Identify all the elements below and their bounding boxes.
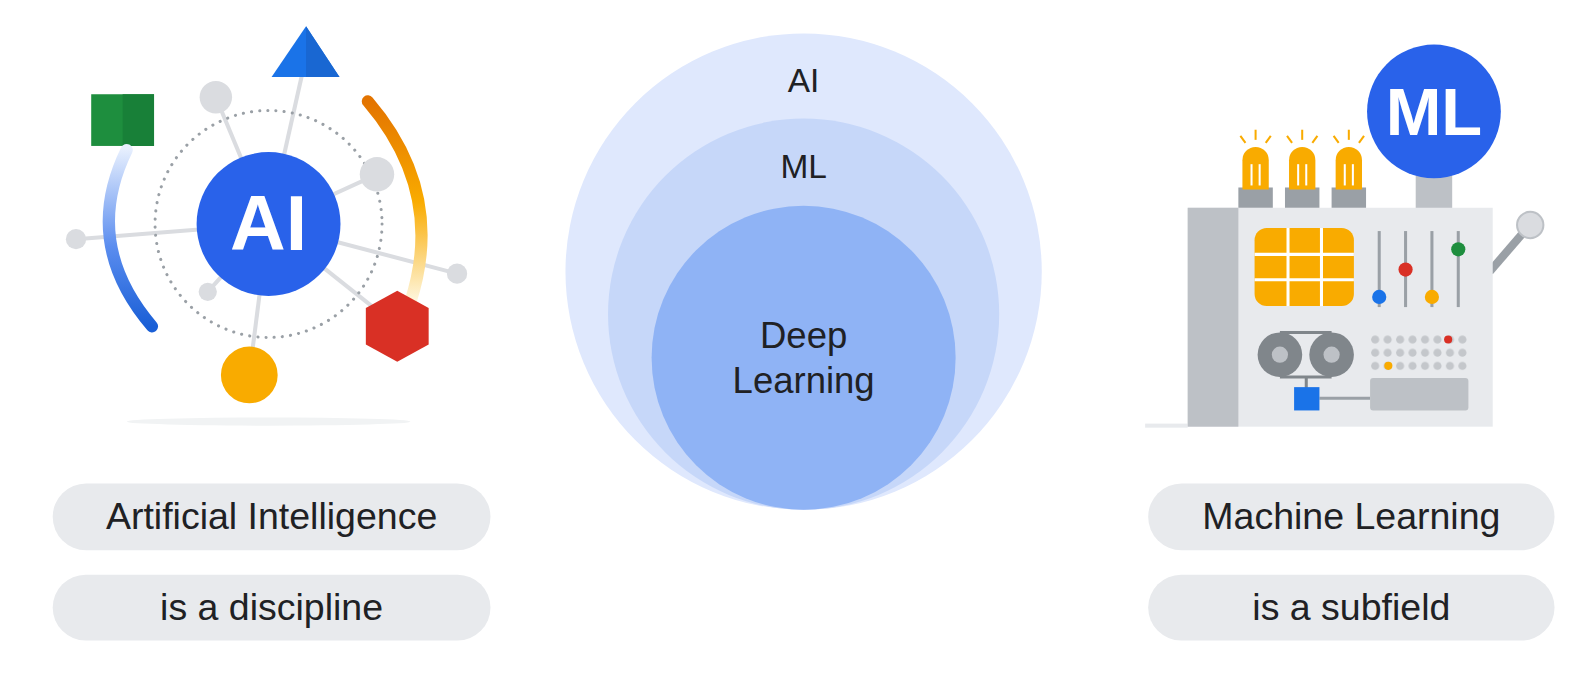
slider-knob xyxy=(1372,290,1386,304)
circle-fill xyxy=(652,206,956,510)
pill-label: Artificial Intelligence xyxy=(106,495,437,540)
gray-node xyxy=(360,157,394,191)
grid-line xyxy=(1286,228,1289,306)
tape-reel xyxy=(1309,332,1354,377)
ray xyxy=(1312,136,1317,143)
circle-fill xyxy=(565,33,1041,509)
gray-node xyxy=(200,81,232,113)
circle-outline xyxy=(652,206,956,510)
node-label: ML xyxy=(780,147,826,188)
ai-icon-circle: AI xyxy=(197,152,341,296)
ray xyxy=(1266,136,1271,143)
bulb-base xyxy=(1238,187,1272,207)
gray-node xyxy=(447,263,467,283)
square-shade xyxy=(123,94,154,146)
ray xyxy=(1348,130,1350,140)
filament xyxy=(1251,164,1253,185)
machine-body xyxy=(1188,208,1493,427)
pill-label: Machine Learning xyxy=(1202,495,1500,540)
yellow-arc xyxy=(368,101,422,302)
ray xyxy=(1334,136,1339,143)
node-label: ML xyxy=(1386,75,1483,148)
gray-node xyxy=(199,283,217,301)
grid-lines xyxy=(1255,228,1354,306)
green-square xyxy=(91,94,154,146)
shadow xyxy=(1145,424,1188,428)
yellow-circle xyxy=(221,347,278,404)
bulb xyxy=(1242,147,1268,190)
ray xyxy=(1287,136,1292,143)
blue-arc xyxy=(109,150,152,326)
tape-reel xyxy=(1258,332,1303,377)
ray xyxy=(1301,130,1303,140)
filament xyxy=(1259,164,1261,185)
dotted-orbit xyxy=(155,110,382,337)
filament xyxy=(1297,164,1299,185)
node-label: AI xyxy=(788,61,820,102)
ray xyxy=(1255,130,1257,140)
ml-machine-icon xyxy=(1145,130,1543,428)
reel-hub xyxy=(1323,347,1339,363)
filaments xyxy=(1252,164,1353,185)
dot-grid xyxy=(1369,333,1468,373)
reel-hub xyxy=(1272,347,1288,363)
bulb-base xyxy=(1332,187,1366,207)
label-pill: is a discipline xyxy=(53,575,491,641)
venn-circle: Deep Learning xyxy=(652,206,956,510)
pill-label: is a discipline xyxy=(160,585,383,630)
blue-triangle xyxy=(272,26,340,77)
light-rays xyxy=(1240,130,1364,143)
indicator-dot xyxy=(1444,335,1452,343)
filament xyxy=(1352,164,1354,185)
node-label: Deep Learning xyxy=(702,312,905,403)
shadow xyxy=(127,418,411,426)
label-pill: Artificial Intelligence xyxy=(53,483,491,550)
label-pill: Machine Learning xyxy=(1148,483,1554,550)
lever-knob xyxy=(1517,212,1543,238)
bulb xyxy=(1336,147,1362,190)
filament xyxy=(1305,164,1307,185)
venn-circle: ML Deep Learning xyxy=(608,119,999,510)
pill-label: is a subfield xyxy=(1252,585,1450,630)
grid-line xyxy=(1320,228,1323,306)
slider-knob xyxy=(1425,290,1439,304)
bulb-base xyxy=(1285,187,1319,207)
network-spokes xyxy=(76,57,457,375)
circle-fill xyxy=(608,119,999,510)
label-pill: is a subfield xyxy=(1148,575,1554,641)
ml-icon-circle: ML xyxy=(1367,45,1501,179)
slider-knob xyxy=(1451,242,1465,256)
display-panel xyxy=(1370,378,1468,410)
yellow-grid xyxy=(1255,228,1354,306)
filament xyxy=(1344,164,1346,185)
node-label: AI xyxy=(230,183,307,264)
triangle-shade xyxy=(306,26,339,77)
machine-side xyxy=(1188,208,1239,427)
light-bulbs xyxy=(1238,130,1366,208)
slider-tracks xyxy=(1379,231,1458,307)
red-hexagon xyxy=(366,291,429,362)
ray xyxy=(1240,136,1245,143)
circle-fill xyxy=(197,152,341,296)
circle-fill xyxy=(1367,45,1501,179)
grid-line xyxy=(1255,253,1354,256)
wire xyxy=(1319,397,1370,400)
gray-node xyxy=(66,229,86,249)
slider-knob xyxy=(1398,262,1412,276)
blue-block xyxy=(1294,387,1319,410)
ai-network-icon xyxy=(66,26,467,425)
indicator-dot xyxy=(1384,362,1392,370)
venn-circle: AI ML Deep Learning xyxy=(565,33,1041,509)
ray xyxy=(1359,136,1364,143)
tape xyxy=(1280,331,1332,334)
bulb xyxy=(1289,147,1315,190)
grid-line xyxy=(1255,278,1354,281)
